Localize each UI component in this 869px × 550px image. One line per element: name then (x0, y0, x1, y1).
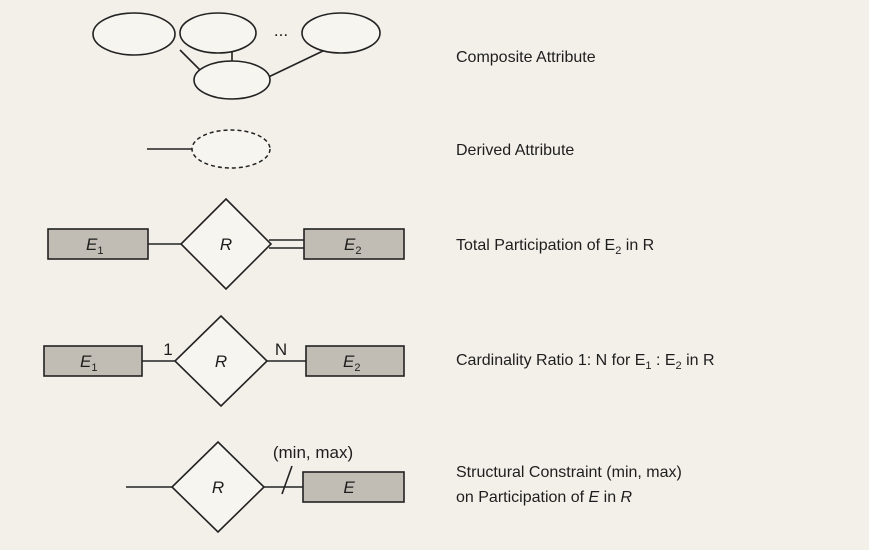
min-max-label: (min, max) (273, 443, 353, 462)
relationship-diamond (170, 440, 266, 534)
component-attribute-ellipse (92, 12, 176, 56)
entity-e2-label: E2 (344, 235, 361, 257)
constraint-pointer (281, 465, 293, 495)
legend-total-participation: Total Participation of E2 in R (456, 237, 654, 257)
legend-structural-constraint-line1: Structural Constraint (min, max) (456, 464, 682, 481)
relationship-diamond (173, 314, 269, 408)
ellipsis-text: ... (274, 21, 288, 40)
entity-e2-label: E2 (343, 352, 360, 374)
entity-e2-box (303, 228, 405, 260)
structural-constraint-symbol: R (min, max) E (126, 440, 405, 534)
total-participation-symbol: E1 R E2 (47, 197, 405, 291)
entity-e1-label: E1 (80, 352, 97, 374)
cardinality-n-label: N (275, 340, 287, 359)
component-attribute-ellipse (179, 12, 257, 54)
derived-attribute-ellipse (191, 129, 271, 169)
cardinality-1-label: 1 (163, 340, 172, 359)
entity-e-box (302, 471, 405, 503)
legend-structural-constraint-line2: on Participation of E in R (456, 489, 633, 506)
entity-e-label: E (343, 478, 355, 497)
derived-attribute-symbol (147, 129, 271, 169)
relationship-label: R (215, 352, 227, 371)
legend-composite-attribute: Composite Attribute (456, 49, 596, 66)
entity-e1-box (47, 228, 149, 260)
legend-derived-attribute: Derived Attribute (456, 142, 574, 159)
entity-e2-box (305, 345, 405, 377)
relationship-diamond (179, 197, 273, 291)
component-attribute-ellipse (301, 12, 381, 54)
composite-attribute-ellipse (193, 60, 271, 100)
entity-e1-box (43, 345, 143, 377)
entity-e1-label: E1 (86, 235, 103, 257)
cardinality-ratio-symbol: E1 1 R N E2 (43, 314, 405, 408)
composite-attribute-symbol: ... (92, 12, 381, 100)
legend-cardinality-ratio: Cardinality Ratio 1: N for E1 : E2 in R (456, 352, 715, 372)
relationship-label: R (212, 478, 224, 497)
relationship-label: R (220, 235, 232, 254)
